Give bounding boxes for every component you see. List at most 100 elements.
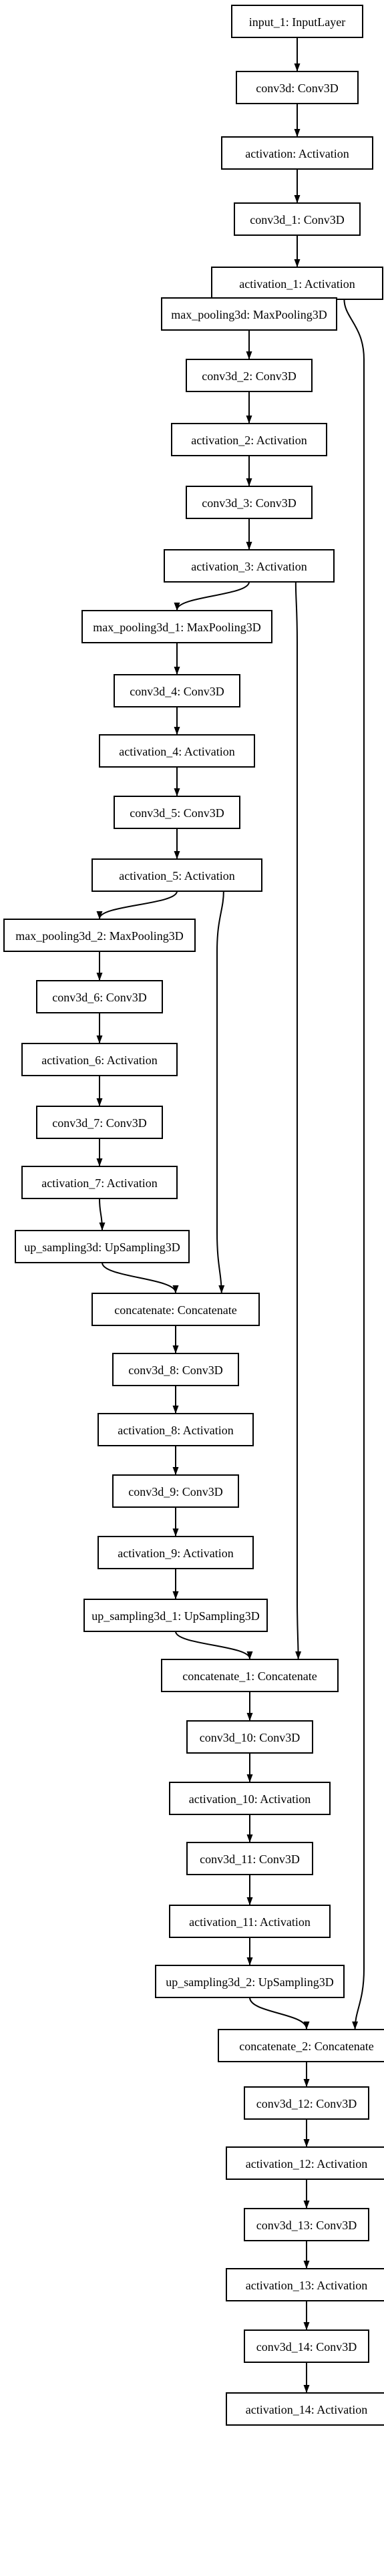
node-label: max_pooling3d: MaxPooling3D bbox=[171, 308, 327, 321]
edge-activation-5-to-max-pooling3d-2 bbox=[96, 891, 178, 919]
node-box bbox=[3, 919, 196, 952]
node-conv3d-4: conv3d_4: Conv3D bbox=[114, 674, 240, 707]
node-box bbox=[36, 980, 163, 1013]
node-activation-13: activation_13: Activation bbox=[226, 2268, 384, 2301]
node-label: max_pooling3d_2: MaxPooling3D bbox=[15, 929, 184, 943]
node-box bbox=[112, 1474, 239, 1508]
edge-up-sampling3d-to-concatenate bbox=[102, 1262, 179, 1293]
node-label: activation_5: Activation bbox=[119, 869, 234, 882]
node-activation-5: activation_5: Activation bbox=[91, 858, 262, 892]
node-label: conv3d_13: Conv3D bbox=[256, 2219, 357, 2232]
node-box bbox=[155, 1965, 345, 1998]
edge-up-sampling3d-1-to-concatenate-1 bbox=[175, 1631, 253, 1659]
node-conv3d: conv3d: Conv3D bbox=[236, 71, 359, 104]
edge-activation-5-to-concatenate bbox=[216, 891, 225, 1293]
node-conv3d-11: conv3d_11: Conv3D bbox=[186, 1842, 313, 1875]
node-input-1: input_1: InputLayer bbox=[231, 5, 363, 38]
node-label: activation_2: Activation bbox=[191, 434, 307, 447]
node-label: activation_7: Activation bbox=[41, 1176, 157, 1190]
node-activation-9: activation_9: Activation bbox=[98, 1536, 254, 1569]
node-box bbox=[186, 1842, 313, 1875]
node-conv3d-13: conv3d_13: Conv3D bbox=[244, 2208, 369, 2241]
node-up-sampling3d-1: up_sampling3d_1: UpSampling3D bbox=[83, 1599, 268, 1632]
node-box bbox=[161, 297, 337, 331]
node-label: concatenate_1: Concatenate bbox=[182, 1669, 317, 1683]
node-box bbox=[169, 1782, 331, 1815]
node-conv3d-5: conv3d_5: Conv3D bbox=[114, 796, 240, 829]
node-label: up_sampling3d_2: UpSampling3D bbox=[166, 1975, 334, 1989]
node-box bbox=[186, 1720, 313, 1754]
node-activation-14: activation_14: Activation bbox=[226, 2392, 384, 2426]
node-conv3d-8: conv3d_8: Conv3D bbox=[112, 1353, 239, 1386]
node-box bbox=[218, 2029, 384, 2062]
node-activation-1: activation_1: Activation bbox=[211, 267, 383, 300]
node-conv3d-14: conv3d_14: Conv3D bbox=[244, 2329, 369, 2363]
node-label: conv3d_9: Conv3D bbox=[128, 1485, 223, 1498]
node-conv3d-2: conv3d_2: Conv3D bbox=[186, 359, 313, 392]
node-conv3d-12: conv3d_12: Conv3D bbox=[244, 2086, 369, 2120]
node-label: conv3d_11: Conv3D bbox=[200, 1853, 300, 1866]
node-box bbox=[98, 1413, 254, 1446]
edge-activation-3-to-max-pooling3d-1 bbox=[174, 581, 250, 611]
node-conv3d-7: conv3d_7: Conv3D bbox=[36, 1106, 163, 1139]
node-conv3d-6: conv3d_6: Conv3D bbox=[36, 980, 163, 1013]
node-label: activation_3: Activation bbox=[191, 560, 307, 573]
node-box bbox=[91, 858, 262, 892]
node-box bbox=[36, 1106, 163, 1139]
edge-activation-1-to-concatenate-2 bbox=[343, 299, 365, 2030]
node-box bbox=[186, 486, 313, 519]
node-label: activation_10: Activation bbox=[189, 1792, 311, 1806]
node-conv3d-1: conv3d_1: Conv3D bbox=[234, 202, 361, 236]
node-concatenate: concatenate: Concatenate bbox=[91, 1293, 260, 1326]
node-box bbox=[83, 1599, 268, 1632]
node-box bbox=[91, 1293, 260, 1326]
node-max-pooling3d-2: max_pooling3d_2: MaxPooling3D bbox=[3, 919, 196, 952]
node-label: concatenate_2: Concatenate bbox=[239, 2040, 373, 2053]
node-box bbox=[186, 359, 313, 392]
node-label: conv3d_14: Conv3D bbox=[256, 2340, 357, 2354]
node-label: conv3d: Conv3D bbox=[256, 82, 339, 95]
node-conv3d-3: conv3d_3: Conv3D bbox=[186, 486, 313, 519]
edge-activation-3-to-concatenate-1 bbox=[295, 581, 302, 1659]
node-label: activation_9: Activation bbox=[118, 1547, 233, 1560]
node-label: concatenate: Concatenate bbox=[114, 1303, 236, 1317]
node-label: up_sampling3d_1: UpSampling3D bbox=[91, 1609, 260, 1623]
node-activation-6: activation_6: Activation bbox=[21, 1043, 178, 1076]
node-box bbox=[161, 1659, 339, 1692]
node-label: conv3d_5: Conv3D bbox=[130, 806, 224, 820]
node-box bbox=[244, 2329, 369, 2363]
node-box bbox=[114, 796, 240, 829]
node-box bbox=[226, 2392, 384, 2426]
node-activation-7: activation_7: Activation bbox=[21, 1166, 178, 1199]
node-activation: activation: Activation bbox=[221, 136, 373, 170]
node-conv3d-10: conv3d_10: Conv3D bbox=[186, 1720, 313, 1754]
node-activation-10: activation_10: Activation bbox=[169, 1782, 331, 1815]
node-label: activation_4: Activation bbox=[119, 745, 234, 758]
node-label: conv3d_1: Conv3D bbox=[250, 213, 345, 226]
edge-layer bbox=[96, 37, 365, 2393]
node-box bbox=[221, 136, 373, 170]
edge-up-sampling3d-2-to-concatenate-2 bbox=[249, 1997, 310, 2030]
node-label: conv3d_8: Conv3D bbox=[128, 1363, 223, 1377]
edge-activation-7-to-up-sampling3d bbox=[99, 1198, 106, 1231]
node-activation-11: activation_11: Activation bbox=[169, 1905, 331, 1938]
node-box bbox=[81, 610, 272, 643]
node-activation-4: activation_4: Activation bbox=[99, 734, 255, 768]
node-max-pooling3d-1: max_pooling3d_1: MaxPooling3D bbox=[81, 610, 272, 643]
node-box bbox=[164, 549, 335, 583]
node-box bbox=[99, 734, 255, 768]
node-label: max_pooling3d_1: MaxPooling3D bbox=[93, 621, 261, 634]
node-box bbox=[171, 423, 327, 456]
node-label: up_sampling3d: UpSampling3D bbox=[24, 1241, 180, 1254]
node-concatenate-2: concatenate_2: Concatenate bbox=[218, 2029, 384, 2062]
node-label: activation_13: Activation bbox=[246, 2279, 367, 2292]
node-box bbox=[244, 2086, 369, 2120]
node-concatenate-1: concatenate_1: Concatenate bbox=[161, 1659, 339, 1692]
node-activation-2: activation_2: Activation bbox=[171, 423, 327, 456]
node-up-sampling3d-2: up_sampling3d_2: UpSampling3D bbox=[155, 1965, 345, 1998]
node-label: conv3d_12: Conv3D bbox=[256, 2097, 357, 2110]
node-label: conv3d_6: Conv3D bbox=[52, 991, 147, 1004]
node-box bbox=[169, 1905, 331, 1938]
node-box bbox=[226, 2146, 384, 2180]
